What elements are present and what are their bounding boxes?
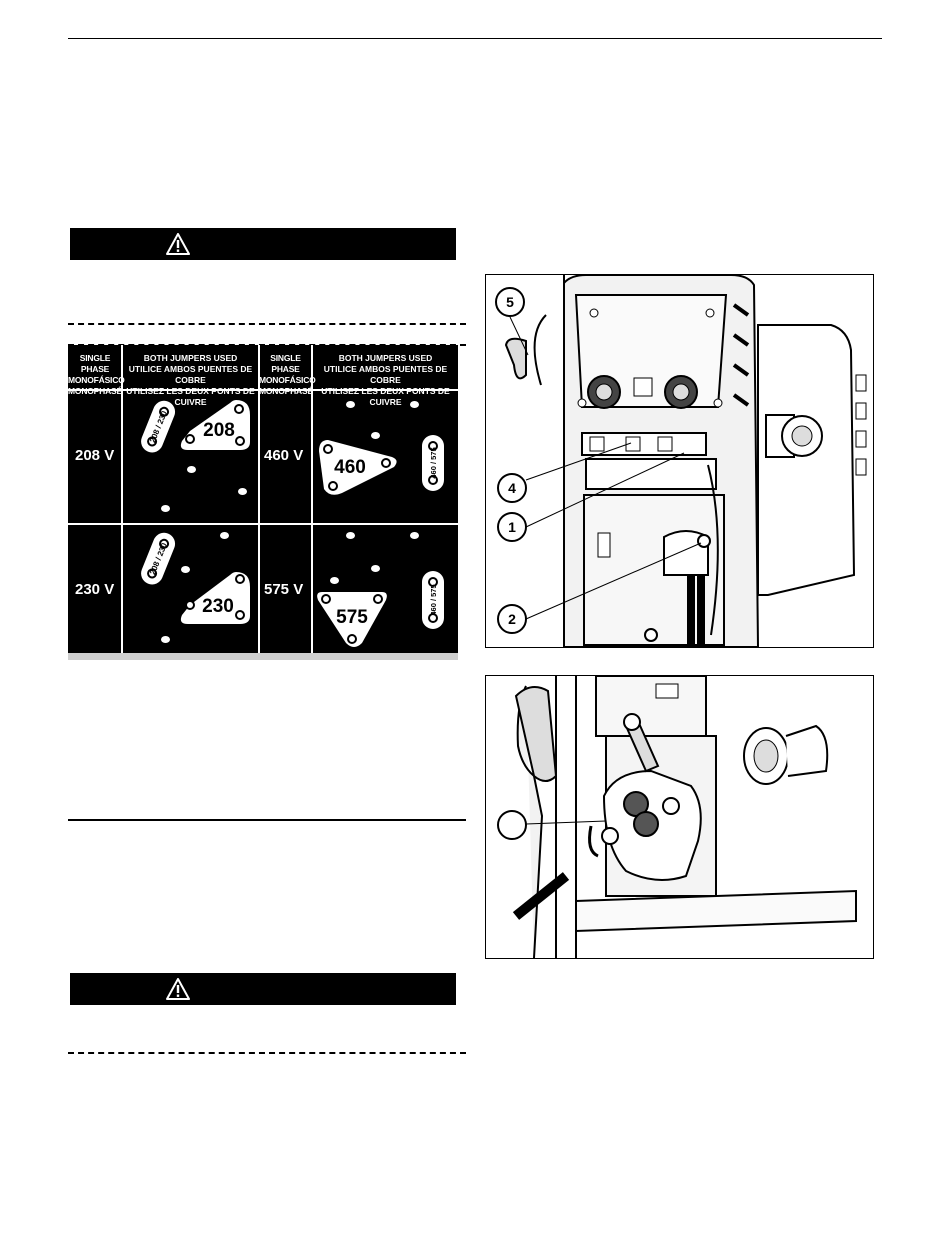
warning-triangle-icon	[166, 233, 190, 255]
callout-5: 5	[495, 287, 525, 317]
svg-text:575: 575	[336, 607, 368, 628]
callout-blank	[497, 810, 527, 840]
svg-text:2: 2	[508, 611, 516, 627]
warning-triangle-icon	[166, 978, 190, 1000]
voltage-label-575: 575 V	[264, 581, 304, 598]
svg-text:460: 460	[334, 457, 366, 478]
callout-4: 4	[497, 473, 527, 503]
jumper-plate-575: 575	[317, 592, 387, 647]
jumper-plate-208: 208	[180, 400, 250, 450]
voltage-label-230: 230 V	[75, 581, 115, 598]
jumper-link-460-575-bottom: 460 / 575	[422, 571, 444, 629]
figure-wire-drive	[485, 675, 874, 959]
header-both-jumpers-right: BOTH JUMPERS USED UTILICE AMBOS PUENTES …	[321, 353, 450, 407]
warning-banner-bottom	[70, 973, 456, 1005]
section-divider-dashed-3	[68, 1052, 466, 1054]
svg-text:1: 1	[508, 519, 516, 535]
svg-text:4: 4	[508, 480, 516, 496]
svg-text:230: 230	[202, 596, 234, 617]
header-both-jumpers-left: BOTH JUMPERS USED UTILICE AMBOS PUENTES …	[126, 353, 255, 407]
svg-text:208: 208	[203, 420, 235, 441]
header-single-phase-left: SINGLE PHASE MONOFÁSICO MONOPHASÉ	[68, 353, 125, 396]
jumper-link-208-230-bottom: 208 / 230	[141, 532, 176, 585]
jumper-link-460-575-top: 460 / 575	[422, 435, 444, 491]
jumper-plate-230: 230	[180, 572, 250, 624]
svg-text:5: 5	[506, 294, 514, 310]
svg-text:460 / 575: 460 / 575	[429, 584, 438, 615]
wire-drive-illustration	[497, 676, 857, 958]
figure-welder-control-panel: 5 4 1 2	[485, 274, 874, 648]
jumper-plate-460: 460	[319, 440, 397, 495]
svg-text:460 / 575: 460 / 575	[429, 447, 438, 478]
jumper-link-208-230-top: 208 / 230	[141, 400, 176, 453]
section-divider-solid	[68, 819, 466, 821]
header-single-phase-right: SINGLE PHASE MONOFÁSICO MONOPHASÉ	[259, 353, 316, 396]
voltage-label-460: 460 V	[264, 447, 304, 464]
section-divider-dashed-1	[68, 323, 466, 325]
warning-banner-top	[70, 228, 456, 260]
callout-2: 2	[497, 604, 527, 634]
header-rule	[68, 38, 882, 39]
welder-panel-illustration: 5 4 1 2	[495, 275, 867, 647]
callout-1: 1	[497, 512, 527, 542]
voltage-label-208: 208 V	[75, 447, 115, 464]
jumper-configuration-table: SINGLE PHASE MONOFÁSICO MONOPHASÉ BOTH J…	[68, 345, 458, 660]
